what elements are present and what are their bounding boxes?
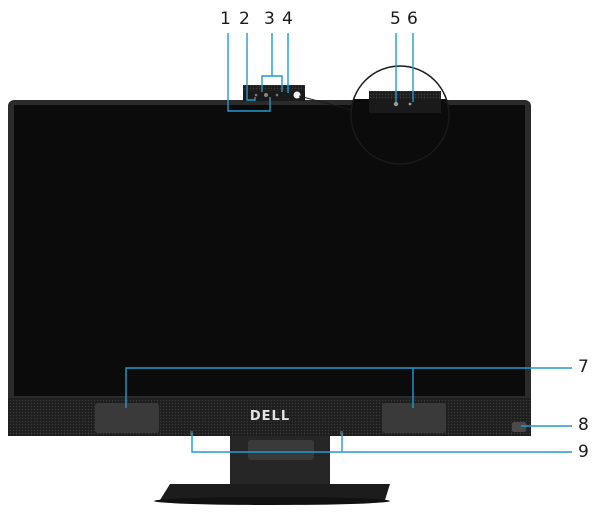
infrared-emitter-dot xyxy=(254,93,258,97)
callout-lines xyxy=(125,33,572,453)
power-button[interactable] xyxy=(512,422,526,432)
camera-module xyxy=(243,85,305,101)
stand-neck-cutout xyxy=(248,440,314,460)
stand-base-shadow xyxy=(154,497,390,505)
callout-number-2: 2 xyxy=(239,9,250,29)
callout-number-3: 3 xyxy=(264,9,275,29)
callout-number-5: 5 xyxy=(390,9,401,29)
stand-base xyxy=(160,484,390,500)
callout-number-8: 8 xyxy=(578,415,589,435)
zoom-leader xyxy=(298,95,353,111)
callout-number-6: 6 xyxy=(407,9,418,29)
camera-housing-fins xyxy=(243,85,305,91)
callout-line-1 xyxy=(227,33,271,112)
camera-status-dot xyxy=(275,93,279,97)
callout-line-2 xyxy=(246,33,256,101)
zoom-anchor-dot xyxy=(293,91,301,99)
camera-zoom-detail xyxy=(298,65,450,165)
zoom-camera-fins xyxy=(369,91,441,99)
camera-lens-dot xyxy=(264,93,268,97)
callout-line-9 xyxy=(191,433,572,453)
callout-number-4: 4 xyxy=(282,9,293,29)
monitor-screen xyxy=(14,105,525,396)
zoom-circle-outline xyxy=(350,65,450,165)
callout-line-7 xyxy=(125,367,572,408)
zoom-status-dot xyxy=(408,102,412,106)
brand-logo: DELL xyxy=(250,409,290,424)
speaker-left xyxy=(95,403,159,433)
callout-number-9: 9 xyxy=(578,442,589,462)
callout-line-3 xyxy=(261,33,283,92)
callout-number-1: 1 xyxy=(220,9,231,29)
stand xyxy=(154,434,390,505)
speaker-right xyxy=(382,403,446,433)
callout-number-7: 7 xyxy=(578,357,589,377)
zoom-lens-dot xyxy=(393,101,399,107)
monitor xyxy=(8,100,531,436)
